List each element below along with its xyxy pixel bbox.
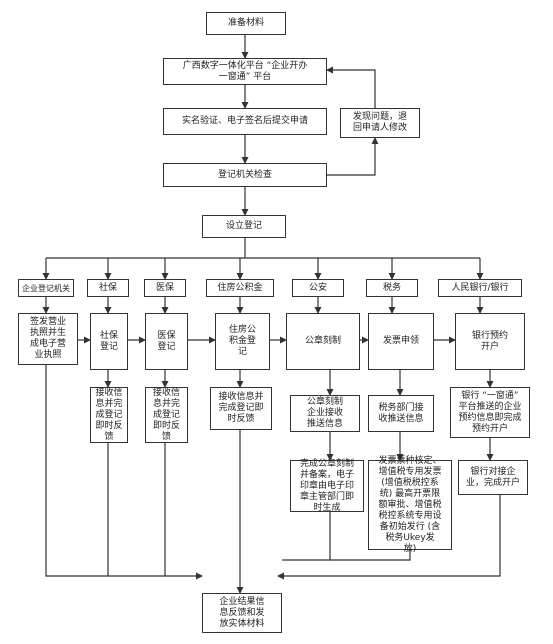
return-for-revision-node: 发现问题，退 回申请人修改: [340, 108, 420, 138]
final-feedback-node: 企业结果信 息反馈和发 放实体材料: [202, 593, 282, 633]
bank-appointment-node: 银行预约 开户: [455, 313, 525, 370]
header-tax: 税务: [366, 279, 418, 297]
registry-check-node: 登记机关检查: [163, 163, 327, 187]
social-feedback-node: 接收信 息并完 成登记 即时反 馈: [90, 387, 128, 443]
bank-open-node: 银行对接企 业，完成开户: [458, 460, 528, 495]
header-police: 公安: [292, 279, 344, 297]
header-medical-insurance: 医保: [144, 279, 186, 297]
header-bank: 人民银行/银行: [438, 279, 522, 297]
arrow-return-platform: [326, 66, 376, 108]
issue-license-node: 签发营业 执照并生 成电子营 业执照: [18, 313, 78, 365]
medical-feedback-node: 接收信 息并完 成登记 即时反 馈: [145, 387, 188, 443]
platform-node: 广西数字一体化平台 “企业开办 一窗通” 平台: [163, 58, 327, 85]
header-social-insurance: 社保: [87, 279, 129, 297]
verify-submit-node: 实名验证、电子签名后提交申请: [163, 108, 327, 135]
housing-feedback-node: 接收信息并 完成登记即 时反馈: [210, 387, 272, 430]
medical-registration-node: 医保 登记: [145, 313, 188, 370]
tax-detail-node: 发票票种核定、 增值税专用发票 (增值税税控系 统) 最高开票限 额审批、增值税…: [368, 456, 452, 554]
establish-registration-node: 设立登记: [202, 215, 286, 238]
header-housing-fund: 住房公积金: [206, 279, 274, 297]
housing-registration-node: 住房公 积金登 记: [215, 313, 270, 370]
seal-making-node: 公章刻制: [286, 313, 360, 370]
tax-receive-node: 税务部门接 收推送信息: [368, 395, 434, 432]
bank-receive-node: 银行 “一窗通” 平台推送的企业 预约信息即完成 预约开户: [450, 387, 530, 438]
prepare-materials-node: 准备材料: [206, 12, 286, 35]
arrow-check-return: [327, 137, 379, 176]
invoice-claim-node: 发票申领: [368, 313, 434, 370]
seal-complete-node: 完成公章刻制 并备案，电子 印章由电子印 章主管部门即 时生成: [290, 459, 364, 513]
social-registration-node: 社保 登记: [90, 313, 128, 370]
seal-receive-node: 公章刻制 企业接收 推送信息: [290, 395, 360, 432]
header-registry-authority: 企业登记机关: [18, 279, 74, 297]
